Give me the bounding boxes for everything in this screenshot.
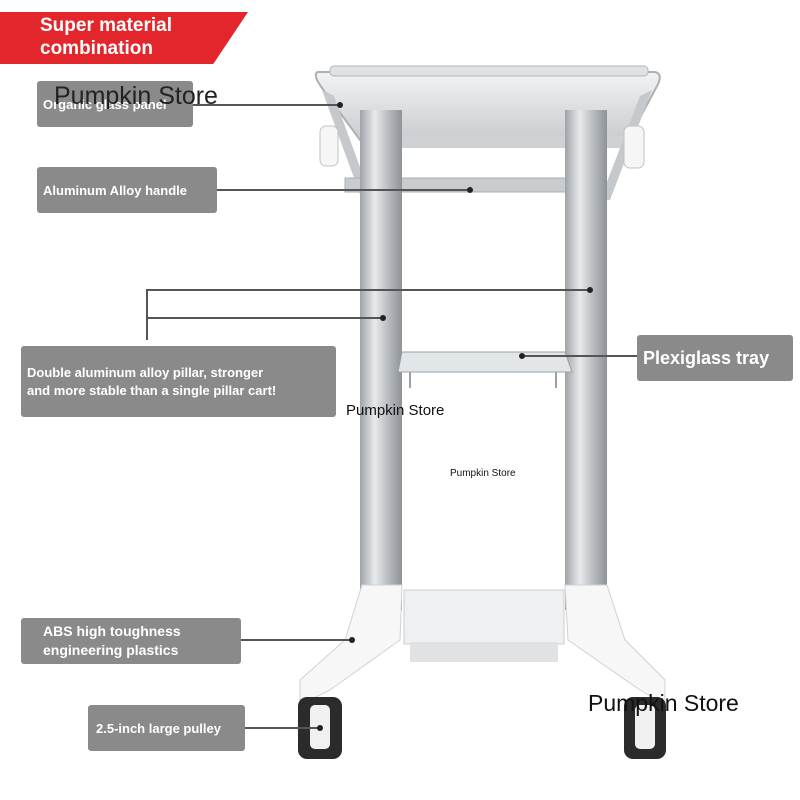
label-tray: Plexiglass tray (637, 335, 793, 381)
watermark: Pumpkin Store (588, 690, 739, 716)
pillars (360, 110, 607, 610)
label-handle-text: Aluminum Alloy handle (43, 182, 187, 198)
title-banner: Super material combination (0, 12, 248, 64)
watermark: Pumpkin Store (54, 82, 218, 110)
banner-line-2: combination (40, 38, 153, 59)
watermark: Pumpkin Store (346, 402, 445, 419)
label-top-panel: Organic glass panel (37, 81, 193, 127)
label-base-line-1: ABS high toughness (43, 623, 181, 639)
label-base-line-2: engineering plastics (43, 642, 179, 658)
label-wheel-text: 2.5-inch large pulley (96, 720, 221, 736)
label-tray-text: Plexiglass tray (643, 347, 770, 368)
label-pillar-line-2: and more stable than a single pillar car… (27, 382, 277, 398)
plexiglass-tray (397, 351, 573, 388)
label-top-panel-text: Organic glass panel (43, 96, 167, 112)
label-base: ABS high toughness engineering plastics (21, 618, 241, 664)
label-wheel: 2.5-inch large pulley (88, 705, 245, 751)
label-handle: Aluminum Alloy handle (37, 167, 217, 213)
leader-lines (146, 104, 637, 729)
lower-basket (403, 589, 565, 662)
watermark: Pumpkin Store (450, 468, 516, 479)
label-pillar-line-1: Double aluminum alloy pillar, stronger (27, 364, 264, 380)
banner-line-1: Super material (40, 15, 172, 36)
label-pillar: Double aluminum alloy pillar, stronger a… (21, 346, 336, 417)
leader-dots (317, 102, 593, 731)
